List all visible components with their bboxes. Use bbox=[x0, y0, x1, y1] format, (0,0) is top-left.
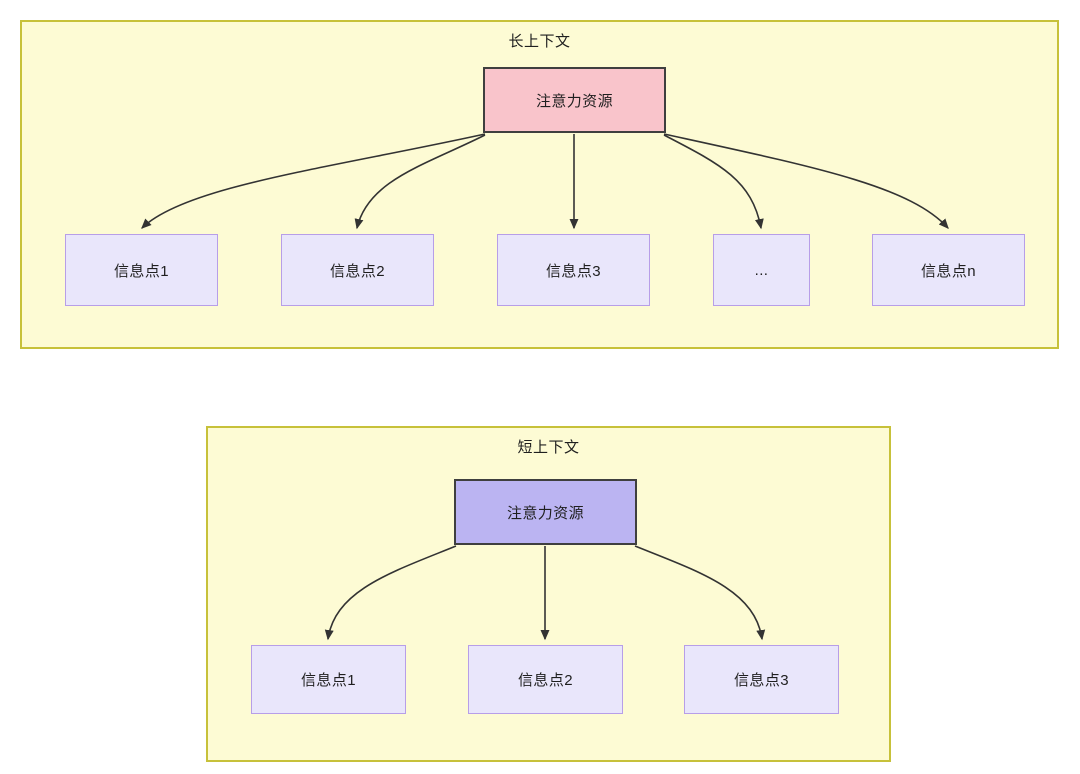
node-label: 注意力资源 bbox=[535, 92, 613, 110]
node-info-point-n-long[interactable]: 信息点n bbox=[872, 234, 1025, 306]
node-label: 信息点n bbox=[921, 262, 976, 280]
node-info-point-1-short[interactable]: 信息点1 bbox=[251, 645, 406, 714]
node-label: 信息点3 bbox=[546, 262, 601, 280]
node-info-point-2-long[interactable]: 信息点2 bbox=[281, 234, 434, 306]
node-info-point-1-long[interactable]: 信息点1 bbox=[65, 234, 218, 306]
node-label: 信息点2 bbox=[330, 262, 385, 280]
node-label: 信息点3 bbox=[734, 672, 789, 689]
node-info-point-ellipsis-long[interactable]: ... bbox=[713, 234, 810, 306]
panel-short-context-title: 短上下文 bbox=[517, 439, 580, 456]
node-info-point-2-short[interactable]: 信息点2 bbox=[468, 645, 623, 714]
node-attention-resource-short[interactable]: 注意力资源 bbox=[454, 479, 637, 545]
node-label: 信息点1 bbox=[301, 672, 356, 689]
node-label: 注意力资源 bbox=[506, 504, 584, 522]
node-label: 信息点1 bbox=[114, 262, 169, 280]
node-info-point-3-short[interactable]: 信息点3 bbox=[684, 645, 839, 714]
node-info-point-3-long[interactable]: 信息点3 bbox=[497, 234, 650, 306]
panel-long-context-title: 长上下文 bbox=[508, 33, 571, 50]
node-label: 信息点2 bbox=[518, 672, 573, 689]
node-attention-resource-long[interactable]: 注意力资源 bbox=[483, 67, 666, 133]
node-label: ... bbox=[754, 261, 769, 279]
